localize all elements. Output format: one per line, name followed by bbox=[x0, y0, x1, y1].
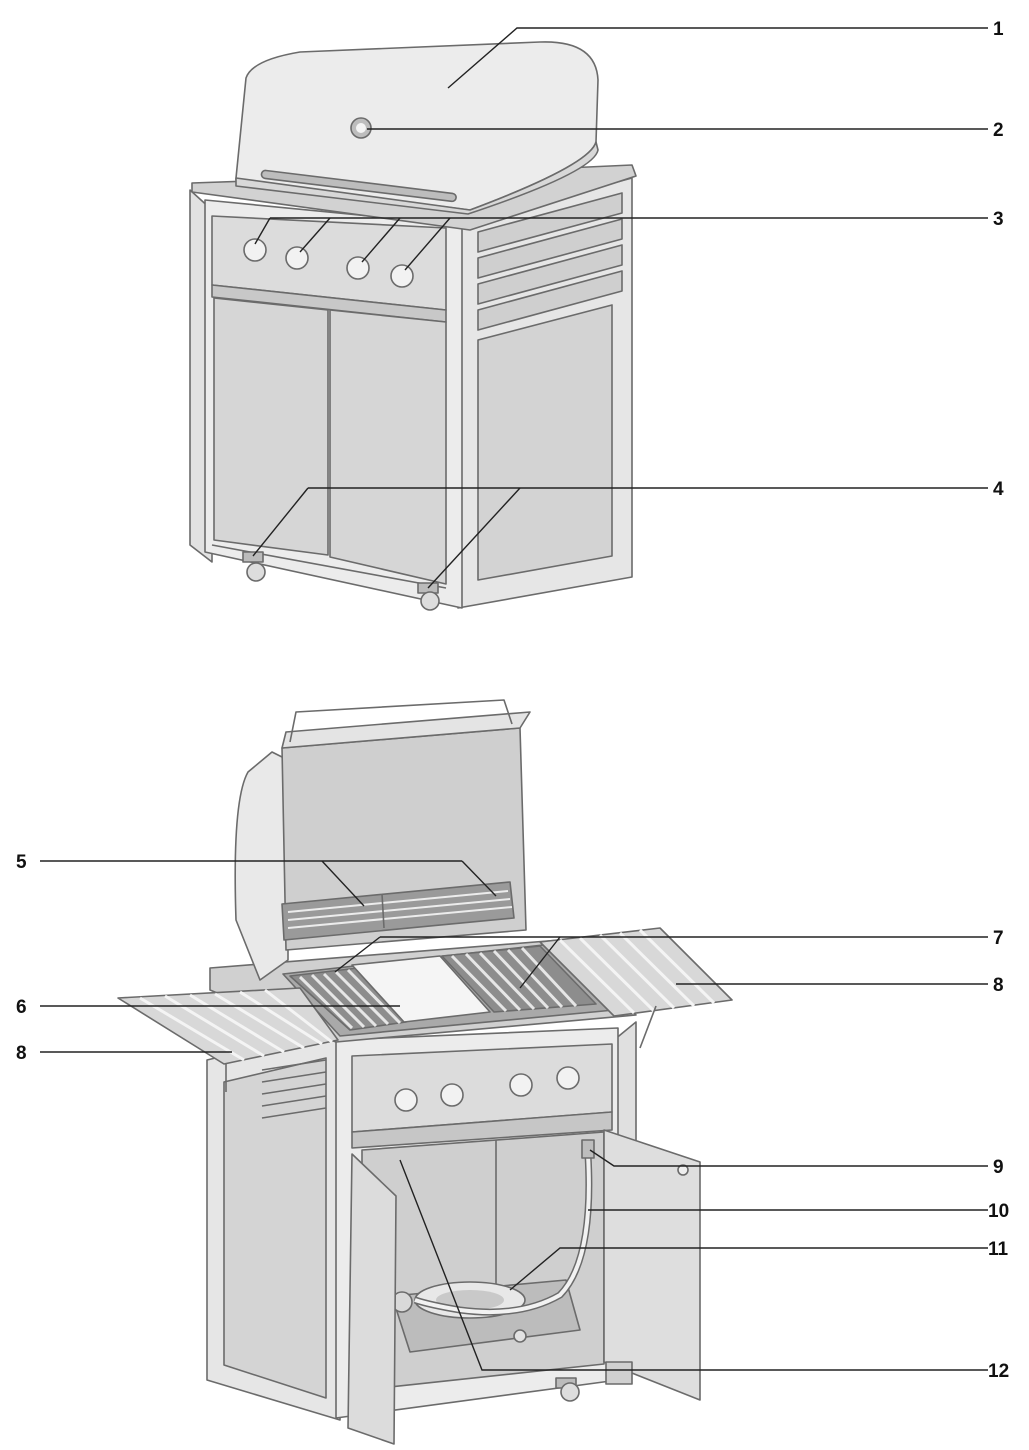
right-door-open bbox=[603, 1129, 701, 1401]
lid-open-side bbox=[234, 751, 289, 981]
callout-12: 12 bbox=[988, 1361, 1009, 1382]
leader-1 bbox=[447, 27, 988, 89]
callout-3: 3 bbox=[993, 209, 1004, 230]
right-side-shelf bbox=[539, 927, 733, 1049]
grate-left bbox=[289, 967, 407, 1031]
side-vents bbox=[477, 192, 623, 331]
callout-9: 9 bbox=[993, 1157, 1004, 1178]
knob-icon bbox=[390, 264, 414, 288]
knob-icon bbox=[243, 238, 267, 262]
knob-icon bbox=[556, 1066, 580, 1090]
leader-12 bbox=[399, 1159, 988, 1371]
grill-open bbox=[117, 699, 733, 1445]
callout-8-left: 8 bbox=[16, 1043, 27, 1064]
warming-rack bbox=[281, 881, 515, 941]
cabinet-interior bbox=[361, 1131, 605, 1391]
tray-knob bbox=[513, 1329, 527, 1343]
knob-group bbox=[243, 238, 414, 288]
leader-9 bbox=[589, 1149, 988, 1167]
callout-8-right: 8 bbox=[993, 975, 1004, 996]
left-door bbox=[213, 297, 329, 556]
callout-10: 10 bbox=[988, 1201, 1009, 1222]
callout-4: 4 bbox=[993, 479, 1004, 500]
right-door bbox=[329, 309, 447, 585]
callout-5: 5 bbox=[16, 852, 27, 873]
lid-front-face bbox=[235, 141, 599, 215]
grill-closed bbox=[189, 41, 637, 611]
wheel-icon bbox=[555, 1377, 580, 1402]
knob-icon bbox=[440, 1083, 464, 1107]
left-side-shelf bbox=[117, 987, 339, 1092]
callout-2: 2 bbox=[993, 120, 1004, 141]
door-hinge bbox=[677, 1164, 689, 1176]
right-side-window bbox=[477, 304, 613, 581]
knob-icon bbox=[394, 1088, 418, 1112]
knob-icon bbox=[346, 256, 370, 280]
lid-open-top bbox=[281, 711, 531, 749]
callout-labels: 1 2 3 4 5 6 7 8 8 9 10 11 12 bbox=[16, 19, 1009, 1382]
lid-handle bbox=[260, 169, 457, 203]
callout-11: 11 bbox=[988, 1239, 1009, 1260]
grate-right bbox=[441, 945, 597, 1013]
thermometer-dial bbox=[356, 123, 366, 133]
knob-group bbox=[394, 1066, 580, 1112]
hose-connector bbox=[581, 1139, 595, 1159]
knob-icon bbox=[285, 246, 309, 270]
callout-6: 6 bbox=[16, 997, 27, 1018]
wheel-icon bbox=[242, 551, 266, 582]
right-foot bbox=[605, 1361, 633, 1385]
side-vents bbox=[261, 1059, 327, 1119]
callout-1: 1 bbox=[993, 19, 1004, 40]
leader-11 bbox=[509, 1247, 988, 1291]
knob-icon bbox=[509, 1073, 533, 1097]
gas-hose-highlight bbox=[414, 1154, 591, 1315]
panel-strip bbox=[351, 1111, 613, 1149]
left-side-window bbox=[223, 1057, 327, 1399]
callout-7: 7 bbox=[993, 928, 1004, 949]
griddle-plate bbox=[351, 955, 491, 1023]
left-door-open bbox=[347, 1153, 397, 1445]
leader-lines bbox=[40, 27, 988, 1371]
handle-icon bbox=[289, 699, 513, 743]
